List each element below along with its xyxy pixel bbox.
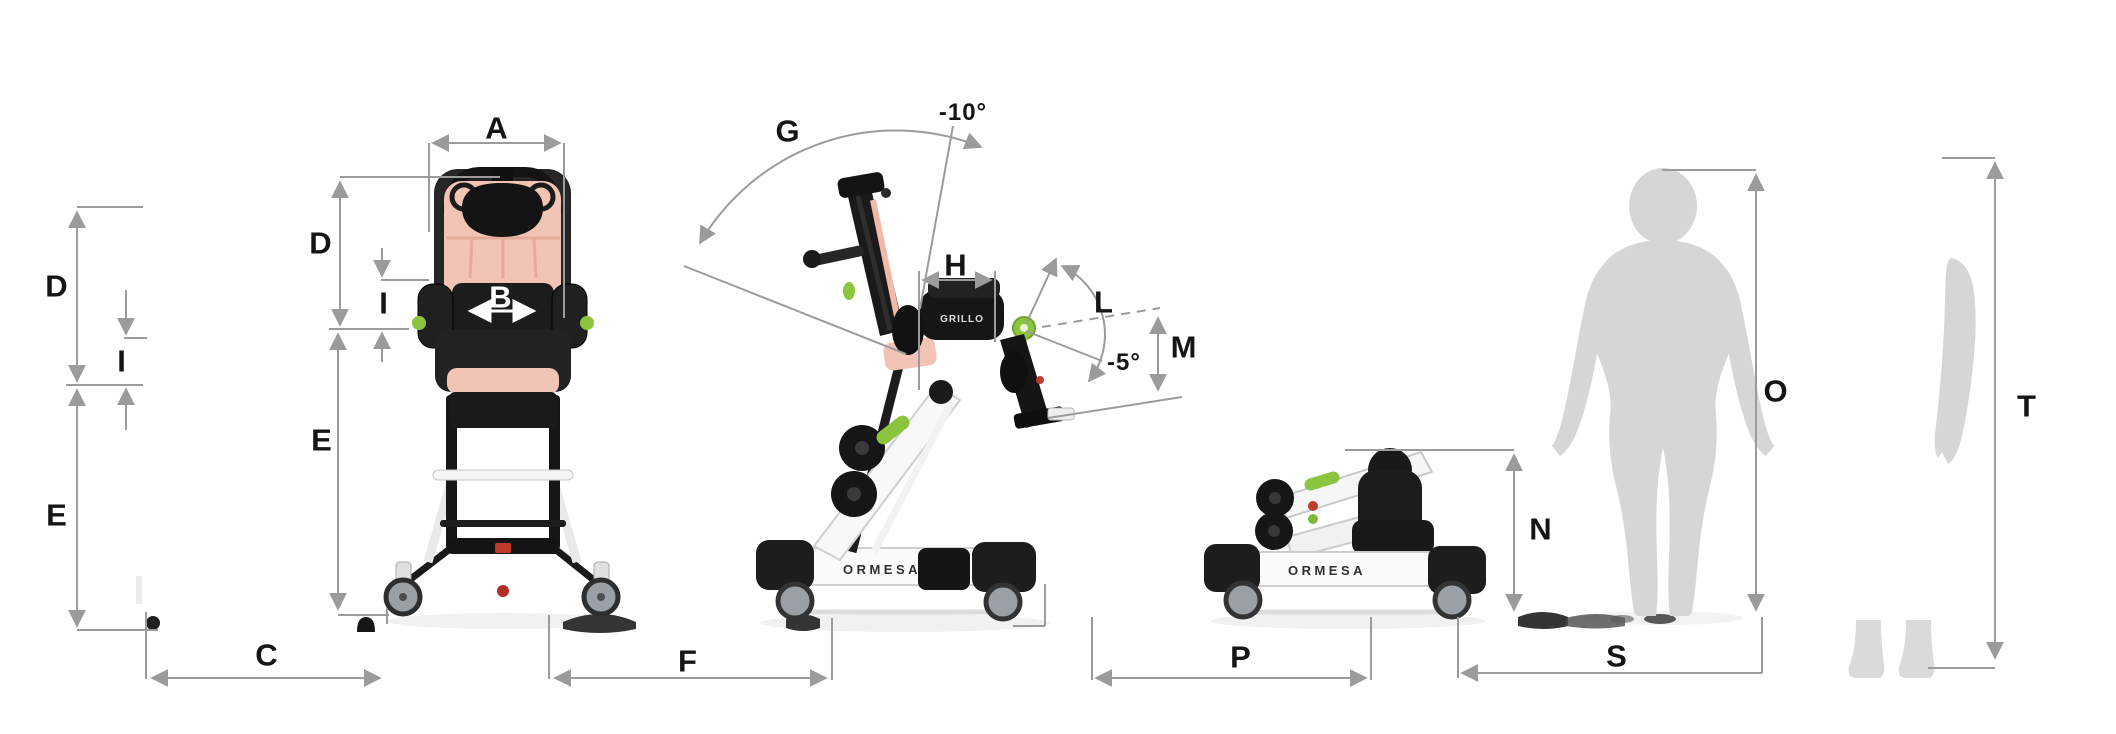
dim-a-lines xyxy=(428,134,565,318)
dim-n-lines xyxy=(1345,449,1523,612)
chair-front-illustration xyxy=(383,167,621,617)
dim-label-m: M xyxy=(1170,329,1198,365)
dim-label-g: G xyxy=(775,113,801,149)
dim-e-inner-lines xyxy=(329,332,389,616)
dim-t-lines xyxy=(1928,157,2004,669)
arm-silhouette xyxy=(1934,258,1976,464)
dim-i-inner-lines xyxy=(373,248,429,362)
dim-label-e-outer: E xyxy=(46,497,68,533)
dim-p-lines xyxy=(1013,584,1372,687)
dim-s-lines xyxy=(1457,617,1763,682)
dim-label-d-outer: D xyxy=(45,268,69,304)
dim-e-outer-lines xyxy=(68,388,158,631)
dim-label-s: S xyxy=(1606,638,1628,674)
child-silhouette xyxy=(1552,168,1774,616)
angle-label-neg5: -5° xyxy=(1107,349,1141,376)
dim-label-l: L xyxy=(1094,284,1114,320)
dim-label-p: P xyxy=(1230,639,1252,675)
dim-m-lines xyxy=(1047,316,1183,419)
chair-side-illustration: GRILLO ORMESA xyxy=(756,172,1075,622)
dim-d-inner-lines xyxy=(329,176,500,330)
dim-l-lines xyxy=(1025,257,1161,383)
dim-label-b: B xyxy=(489,279,513,315)
model-logo-hip-pad: GRILLO xyxy=(940,314,984,325)
dim-label-d-inner: D xyxy=(309,225,333,261)
angle-line-neg5 xyxy=(1025,330,1103,362)
dim-label-i-outer: I xyxy=(117,343,127,379)
dim-o-lines xyxy=(1662,169,1765,612)
dim-d-outer-lines xyxy=(66,206,143,386)
dim-label-e-inner: E xyxy=(311,422,333,458)
dim-label-a: A xyxy=(485,110,509,146)
brand-logo-folded-base: ORMESA xyxy=(1288,563,1366,578)
feet-silhouette xyxy=(1848,620,1935,678)
angle-label-neg10: -10° xyxy=(938,99,988,126)
dim-h-lines xyxy=(918,271,996,390)
dim-g-lines xyxy=(683,129,983,355)
dimension-lines xyxy=(66,125,2004,687)
dim-label-o: O xyxy=(1763,373,1789,409)
dim-label-n: N xyxy=(1529,511,1553,547)
dim-label-c: C xyxy=(255,637,279,673)
ghost-casters xyxy=(146,616,375,632)
dim-label-t: T xyxy=(2017,388,2037,424)
brand-logo-side-base: ORMESA xyxy=(843,562,921,577)
dim-label-i-inner: I xyxy=(379,285,389,321)
dim-i-outer-lines xyxy=(117,290,147,430)
dim-f-lines xyxy=(548,615,833,687)
dim-label-h: H xyxy=(944,247,968,283)
chair-folded-illustration: ORMESA xyxy=(1204,448,1486,620)
dim-label-f: F xyxy=(678,643,698,679)
